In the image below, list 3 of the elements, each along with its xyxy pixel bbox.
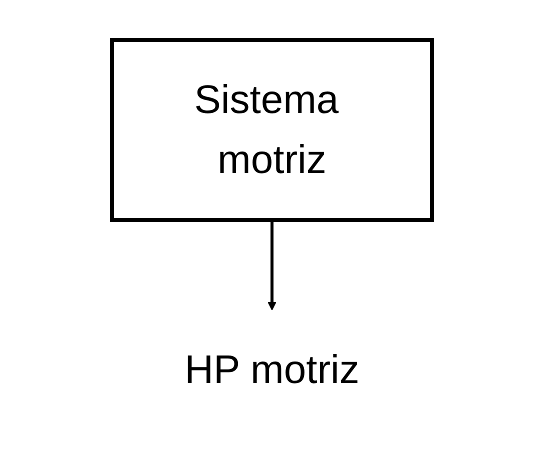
arrow — [268, 220, 276, 310]
node-text: HP motriz — [184, 348, 360, 392]
node-box: Sistema motriz — [110, 38, 434, 222]
